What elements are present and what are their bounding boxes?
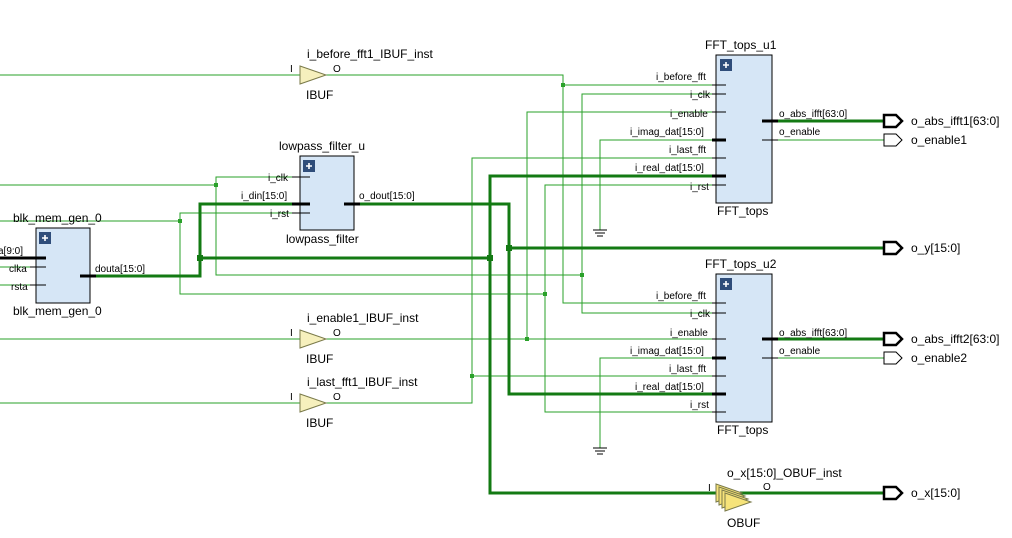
buffer-instance-name: i_last_fft1_IBUF_inst — [307, 375, 418, 389]
buffer-instance-name: i_enable1_IBUF_inst — [307, 311, 419, 325]
expand-button[interactable] — [720, 278, 732, 290]
pentagon-port-icon — [883, 351, 903, 365]
pentagon-port-icon — [882, 331, 904, 347]
buffer-pin-in: I — [708, 483, 711, 494]
cell-type-name: FFT_tops — [717, 204, 768, 218]
pin-label: i_rst — [690, 182, 709, 193]
expand-button[interactable] — [303, 160, 315, 172]
bus-wires — [90, 119, 884, 495]
pin-label: i_rst — [270, 209, 289, 220]
expand-button[interactable] — [720, 59, 732, 71]
pin-label: i_real_dat[15:0] — [635, 163, 704, 174]
pin-label: i_clk — [690, 90, 711, 101]
pin-label: i_imag_dat[15:0] — [630, 346, 704, 357]
buffer-pin-in: I — [290, 392, 293, 403]
port-label: o_y[15:0] — [911, 241, 960, 255]
triangle-buffer-icon — [299, 329, 328, 349]
pin-label: o_dout[15:0] — [359, 191, 415, 202]
buffer-type: IBUF — [306, 88, 333, 102]
pin-label: rsta — [11, 282, 28, 293]
pin-label: i_before_fft — [656, 291, 706, 302]
buffer-type: OBUF — [727, 516, 760, 530]
triangle-buffer-icon — [299, 65, 328, 85]
cell-lowpass-filter[interactable]: lowpass_filter_u i_clk i_din[15:0] i_rst… — [241, 139, 415, 246]
port-label: o_enable2 — [911, 351, 967, 365]
buffer-instance-name: i_before_fft1_IBUF_inst — [307, 47, 434, 61]
pin-label: i_clk — [690, 309, 711, 320]
buffer-pin-in: I — [290, 328, 293, 339]
pin-label: i_last_fft — [669, 145, 706, 156]
pin-label: o_abs_ifft[63:0] — [779, 328, 847, 339]
output-port-o-abs-ifft1[interactable]: o_abs_ifft1[63:0] — [882, 113, 1000, 129]
output-port-o-y[interactable]: o_y[15:0] — [882, 240, 960, 256]
cell-instance-name: lowpass_filter_u — [279, 139, 365, 153]
port-label: o_enable1 — [911, 133, 967, 147]
pentagon-port-icon — [882, 113, 904, 129]
cell-type-name: lowpass_filter — [286, 232, 359, 246]
pin-label: o_abs_ifft[63:0] — [779, 109, 847, 120]
pin-label: o_enable — [779, 346, 821, 357]
pin-label: i_enable — [670, 109, 708, 120]
pin-label: o_enable — [779, 127, 821, 138]
pin-label: i_din[15:0] — [241, 191, 287, 202]
port-label: o_abs_ifft1[63:0] — [911, 114, 1000, 128]
buffer-pin-out: O — [333, 328, 341, 339]
ground-symbol-icon — [593, 229, 607, 237]
output-port-o-abs-ifft2[interactable]: o_abs_ifft2[63:0] — [882, 331, 1000, 347]
output-port-o-enable1[interactable]: o_enable1 — [883, 133, 967, 147]
pin-label: i_before_fft — [656, 72, 706, 83]
cell-instance-name: FFT_tops_u2 — [705, 257, 777, 271]
output-port-o-enable2[interactable]: o_enable2 — [883, 351, 967, 365]
cell-instance-name: FFT_tops_u1 — [705, 38, 777, 52]
port-label: o_x[15:0] — [911, 486, 960, 500]
ibuf-before-fft[interactable]: i_before_fft1_IBUF_inst I O IBUF — [290, 47, 434, 102]
cell-type-name: blk_mem_gen_0 — [13, 304, 102, 318]
port-label: o_abs_ifft2[63:0] — [911, 332, 1000, 346]
pentagon-port-icon — [883, 133, 903, 147]
buffer-pin-out: O — [333, 392, 341, 403]
output-port-o-x[interactable]: o_x[15:0] — [882, 485, 960, 501]
ibuf-enable[interactable]: i_enable1_IBUF_inst I O IBUF — [290, 311, 419, 366]
expand-button[interactable] — [39, 232, 51, 244]
pin-label: i_last_fft — [669, 364, 706, 375]
pin-label: a[9:0] — [0, 246, 23, 257]
ibuf-last-fft[interactable]: i_last_fft1_IBUF_inst I O IBUF — [290, 375, 418, 430]
buffer-pin-out: O — [763, 482, 771, 493]
buffer-pin-in: I — [290, 64, 293, 75]
pin-label: douta[15:0] — [95, 264, 145, 275]
buffer-type: IBUF — [306, 416, 333, 430]
ground-symbol-icon — [593, 447, 607, 455]
pin-label: i_enable — [670, 328, 708, 339]
obuf-o-x[interactable]: o_x[15:0]_OBUF_inst I O OBUF — [708, 466, 842, 530]
pin-label: i_clk — [268, 173, 289, 184]
cell-fft-tops-u2[interactable]: FFT_tops_u2 i_before_fft i_clk i_enable … — [630, 257, 847, 437]
buffer-pin-out: O — [333, 64, 341, 75]
triangle-buffer-icon — [299, 393, 328, 413]
pin-label: i_real_dat[15:0] — [635, 382, 704, 393]
pin-label: i_imag_dat[15:0] — [630, 127, 704, 138]
buffer-type: IBUF — [306, 352, 333, 366]
cell-type-name: FFT_tops — [717, 423, 768, 437]
pentagon-port-icon — [882, 240, 904, 256]
cell-instance-name: blk_mem_gen_0 — [13, 211, 102, 225]
junction-dots — [178, 83, 584, 378]
pin-label: clka — [9, 264, 27, 275]
pin-label: i_rst — [690, 400, 709, 411]
cell-blk-mem-gen[interactable]: blk_mem_gen_0 a[9:0] clka rsta douta[15:… — [0, 211, 145, 318]
cell-fft-tops-u1[interactable]: FFT_tops_u1 i_before_fft i_clk i_enable … — [630, 38, 847, 218]
buffer-instance-name: o_x[15:0]_OBUF_inst — [727, 466, 842, 480]
pentagon-port-icon — [882, 485, 904, 501]
